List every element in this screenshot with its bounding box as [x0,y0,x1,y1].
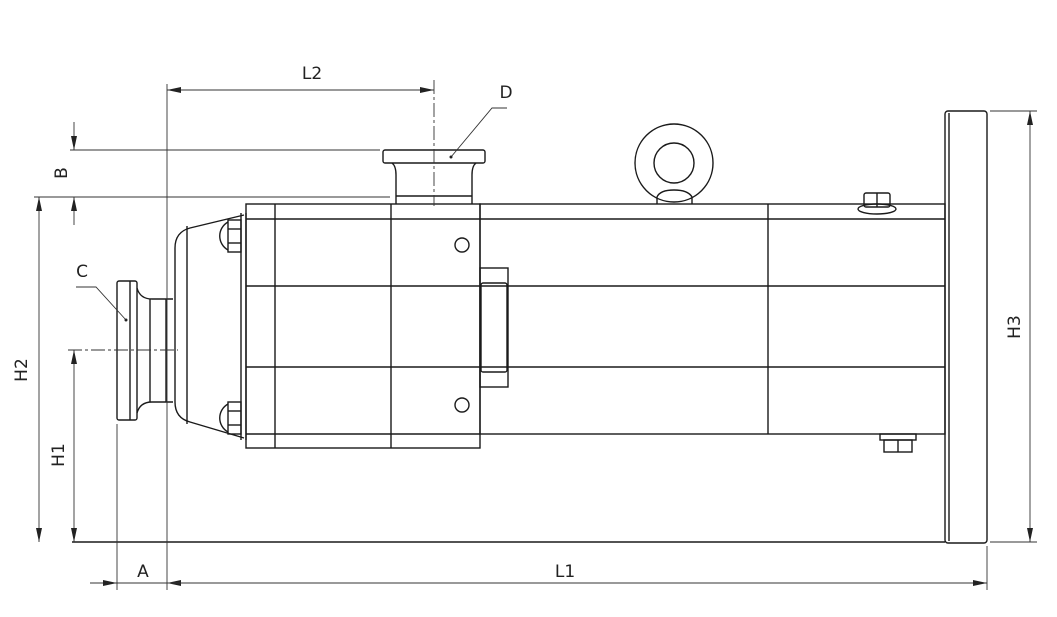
drain-bolt-bottom [879,433,917,453]
dimension-a: A [90,562,181,586]
drain-bolt-top [857,192,897,215]
extension-lines [34,84,1037,590]
hole-icon [454,397,470,413]
dimension-l2: L2 [167,64,434,93]
label-d: D [499,83,512,103]
label-l2: L2 [302,64,322,84]
cap-nut-bottom [219,401,242,435]
label-a: A [137,562,149,582]
motor-flange [944,110,988,544]
dimension-l1: L1 [167,562,987,586]
label-h3: H3 [1005,315,1025,339]
label-b: B [52,167,72,179]
dimension-h3: H3 [1005,111,1033,542]
dimension-b: B [52,122,77,225]
inlet-port-c [68,280,178,421]
label-h1: H1 [49,443,69,467]
pump-head [174,213,247,440]
coupling [479,267,509,388]
cap-nut-top [219,219,242,253]
lifting-eye-bolt [634,123,714,204]
leader-d: D [449,83,513,159]
outlet-port-d [382,80,486,206]
pump-body [245,203,946,449]
dimension-h2: H2 [12,197,42,542]
leader-c: C [76,262,128,322]
label-l1: L1 [555,562,575,582]
label-h2: H2 [12,358,32,382]
label-c: C [76,262,88,282]
dimension-h1: H1 [49,350,77,542]
hole-icon [454,237,470,253]
